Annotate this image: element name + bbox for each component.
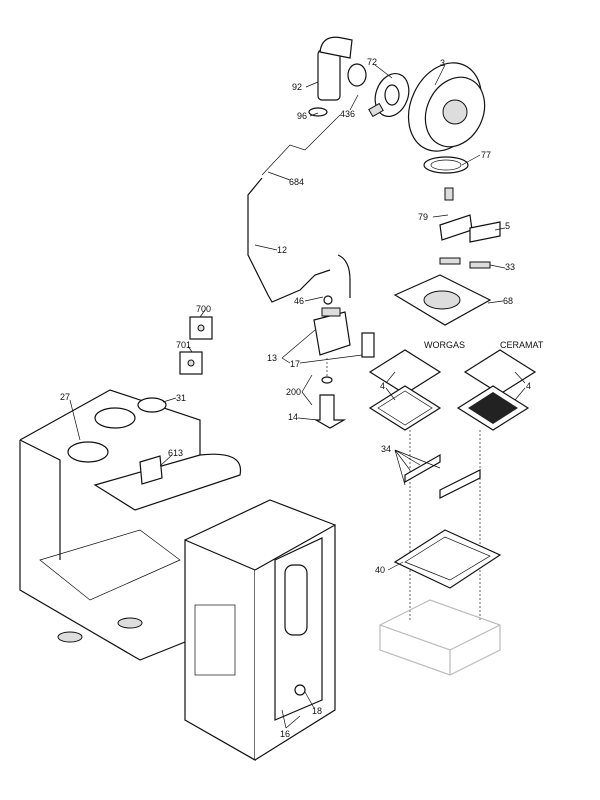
- electrode-assembly: [439, 187, 501, 269]
- callout-27: 27: [60, 392, 70, 402]
- callout-436: 436: [340, 109, 355, 119]
- burner-plate: [393, 274, 492, 326]
- callout-5: 5: [505, 221, 510, 231]
- callout-4-ceramat: 4: [526, 381, 531, 391]
- gasket-worgas: [368, 349, 442, 431]
- leader-lines: [69, 64, 526, 729]
- callout-77: 77: [481, 150, 491, 160]
- air-intake-elbow: [308, 36, 367, 117]
- label-worgas: WORGAS: [424, 340, 465, 350]
- callout-72: 72: [367, 57, 377, 67]
- callout-613: 613: [168, 448, 183, 458]
- callout-46: 46: [294, 296, 304, 306]
- callout-31: 31: [176, 393, 186, 403]
- callout-12: 12: [277, 245, 287, 255]
- callout-92: 92: [292, 82, 302, 92]
- callout-13: 13: [267, 353, 277, 363]
- burner-frame: [393, 529, 502, 589]
- callout-200: 200: [286, 387, 301, 397]
- fan: [407, 62, 486, 174]
- callout-17: 17: [290, 359, 300, 369]
- callout-40: 40: [375, 565, 385, 575]
- front-casing: [184, 499, 336, 762]
- gasket-ceramat: [456, 349, 537, 431]
- label-ceramat: CERAMAT: [500, 340, 544, 350]
- callout-701: 701: [176, 340, 191, 350]
- callout-684: 684: [289, 177, 304, 187]
- callout-3: 3: [440, 58, 445, 68]
- callout-34: 34: [381, 444, 391, 454]
- callout-96: 96: [297, 111, 307, 121]
- callout-14: 14: [288, 412, 298, 422]
- callout-700: 700: [196, 304, 211, 314]
- callout-4-worgas: 4: [380, 381, 385, 391]
- fan-flange: [368, 73, 410, 118]
- boiler-frame: [19, 389, 242, 661]
- burner-brackets: [404, 453, 481, 499]
- callout-79: 79: [418, 212, 428, 222]
- gas-valve: [313, 295, 375, 429]
- callout-68: 68: [503, 296, 513, 306]
- burner: [379, 599, 501, 676]
- callout-33: 33: [505, 262, 515, 272]
- callout-18: 18: [312, 706, 322, 716]
- callout-16: 16: [280, 729, 290, 739]
